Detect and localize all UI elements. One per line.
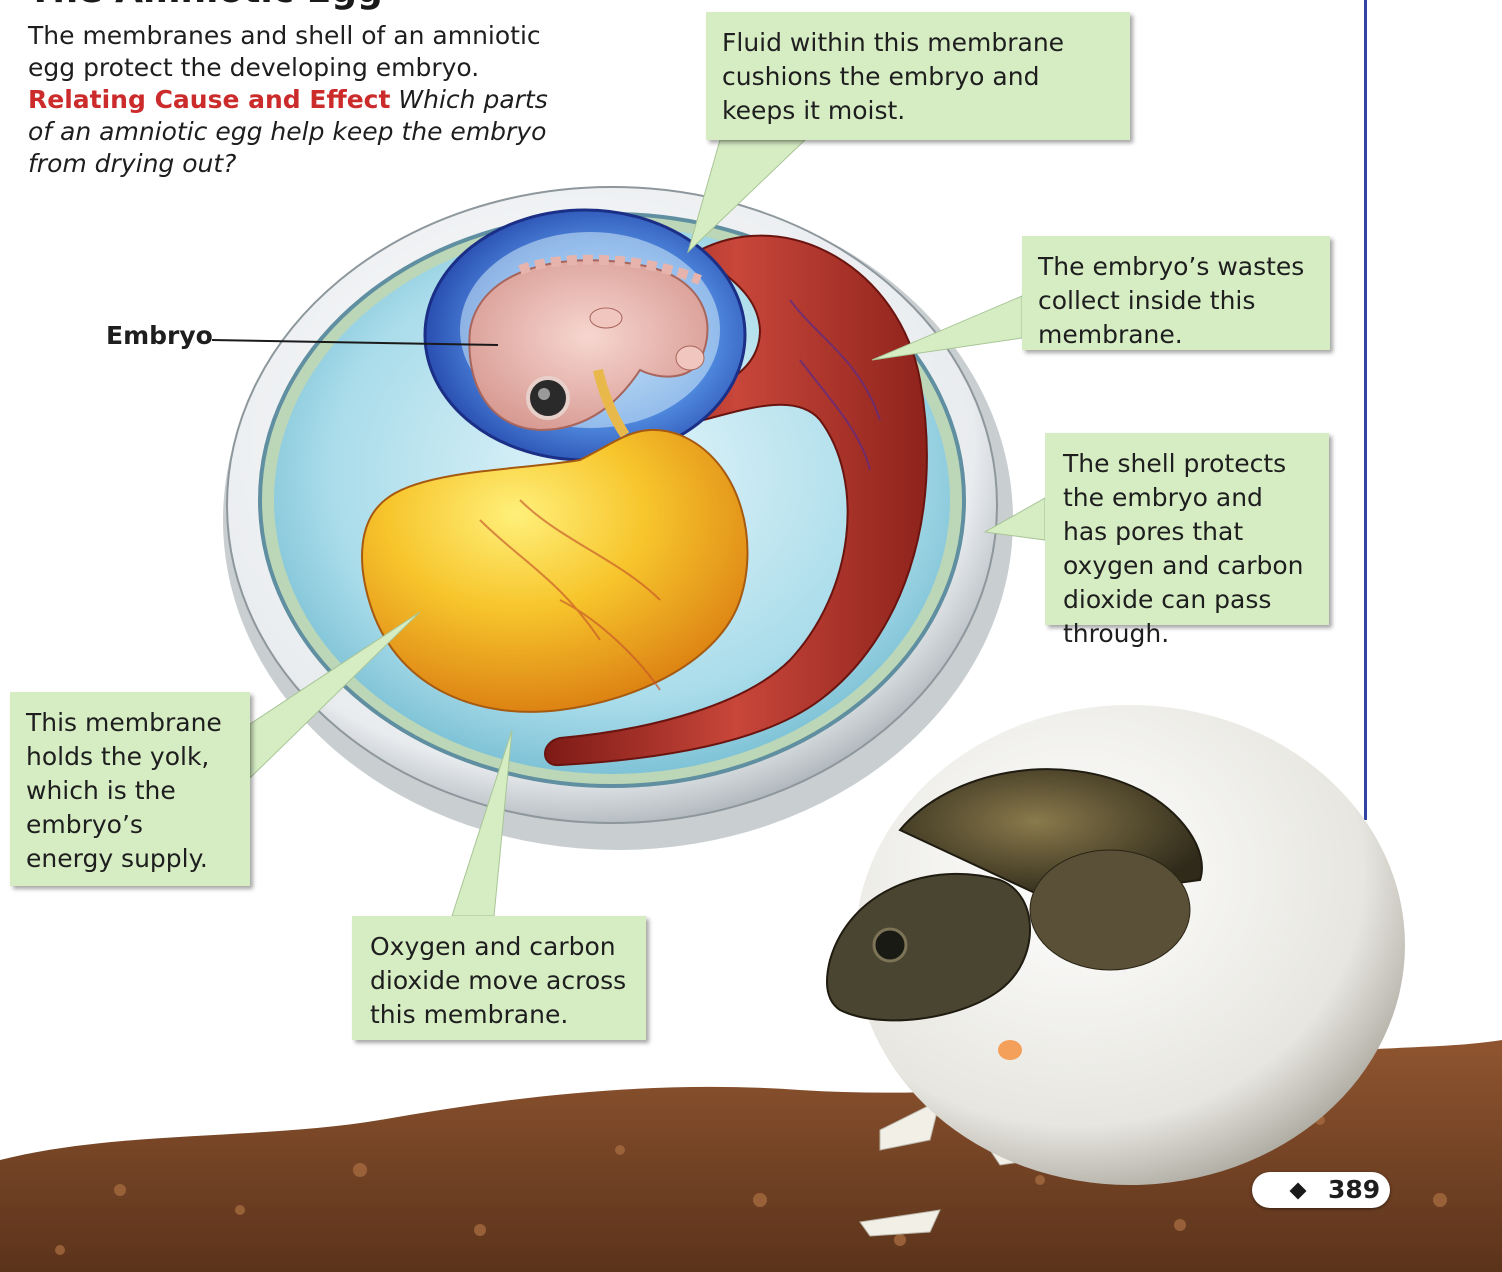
callout-chorion: Oxygen and carbon dioxide move across th… xyxy=(352,916,646,1040)
callout-allantois: The embryo’s wastes collect inside this … xyxy=(1022,236,1330,350)
pointer-chorion xyxy=(452,730,512,916)
callout-amnion: Fluid within this membrane cushions the … xyxy=(706,12,1130,140)
embryo-leader-line xyxy=(212,340,498,345)
callout-shell: The shell protects the embryo and has po… xyxy=(1045,433,1329,625)
callout-yolk-sac: This membrane holds the yolk, which is t… xyxy=(10,692,250,886)
pointer-amnion xyxy=(688,140,805,252)
diamond-icon xyxy=(1290,1183,1307,1200)
page-number-badge: 389 xyxy=(1252,1172,1390,1208)
pointer-yolk-sac xyxy=(250,612,420,778)
embryo-label: Embryo xyxy=(106,321,213,350)
pointer-allantois xyxy=(872,296,1022,360)
page-number: 389 xyxy=(1328,1172,1380,1208)
pointer-shell xyxy=(985,498,1045,540)
